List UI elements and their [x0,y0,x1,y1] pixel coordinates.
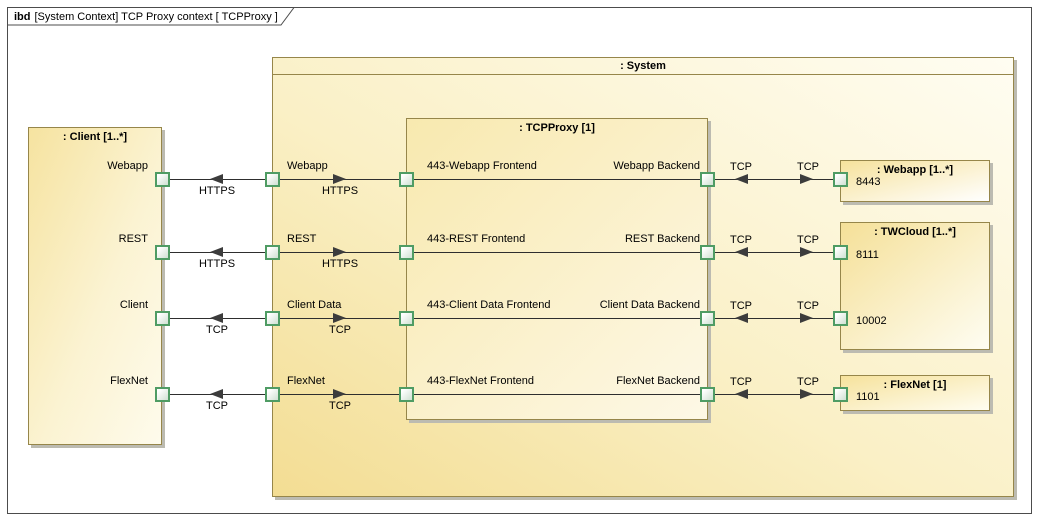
flow-label[interactable]: TCP [329,400,351,412]
flow-label[interactable]: TCP [730,300,752,312]
system-port-label[interactable]: REST [287,233,317,245]
flow-label[interactable]: TCP [329,324,351,336]
flow-arrow-left-icon [210,247,223,257]
flow-arrow-right-icon [333,389,346,399]
connector-wire[interactable] [162,394,840,395]
twcloud-block[interactable]: : TWCloud [1..*] [840,222,990,350]
port[interactable] [833,245,848,260]
client-port-label[interactable]: REST [118,233,148,245]
frontend-port-label[interactable]: 443-REST Frontend [427,233,526,245]
flow-arrow-right-icon [333,313,346,323]
flow-label[interactable]: TCP [797,161,819,173]
client-block[interactable]: : Client [1..*] [28,127,162,445]
port[interactable] [700,311,715,326]
twcloud-block-title: : TWCloud [1..*] [874,226,956,238]
system-port-label[interactable]: Client Data [287,299,342,311]
flow-label[interactable]: TCP [206,400,228,412]
flow-arrow-left-icon [210,313,223,323]
flow-arrow-right-icon [333,247,346,257]
flow-label[interactable]: TCP [730,234,752,246]
port[interactable] [155,245,170,260]
webapp-block[interactable]: : Webapp [1..*] [840,160,990,202]
client-port-label[interactable]: Client [119,299,148,311]
flow-arrow-right-icon [800,389,813,399]
backend-port-label[interactable]: REST Backend [624,233,700,245]
port[interactable] [155,387,170,402]
flow-arrow-left-icon [735,174,748,184]
diagram-title: ibd[System Context] TCP Proxy context [ … [14,11,278,23]
client-block-title: : Client [1..*] [62,131,128,143]
port[interactable] [399,311,414,326]
flow-label[interactable]: HTTPS [321,185,359,197]
diagram-frame [7,7,1032,514]
port[interactable] [700,172,715,187]
flow-arrow-left-icon [735,247,748,257]
flow-label[interactable]: TCP [206,324,228,336]
system-block-title: : System [620,60,666,72]
port[interactable] [700,245,715,260]
diagram-kind-keyword: ibd [14,11,31,23]
flow-label[interactable]: TCP [797,300,819,312]
tcpproxy-block[interactable]: : TCPProxy [1] [406,118,708,420]
port[interactable] [265,387,280,402]
system-block-header: : System [273,58,1013,75]
target-port-label[interactable]: 8443 [856,176,881,188]
client-port-label[interactable]: FlexNet [110,375,148,387]
system-port-label[interactable]: Webapp [287,160,328,172]
flow-arrow-left-icon [210,389,223,399]
flow-arrow-right-icon [800,247,813,257]
flow-label[interactable]: HTTPS [198,185,236,197]
flow-label[interactable]: TCP [797,234,819,246]
diagram-title-tab [7,7,295,26]
system-port-label[interactable]: FlexNet [287,375,325,387]
flow-arrow-right-icon [800,174,813,184]
diagram-name: [System Context] TCP Proxy context [ TCP… [34,11,278,23]
target-port-label[interactable]: 8111 [856,249,879,261]
flow-label[interactable]: HTTPS [198,258,236,270]
flow-arrow-left-icon [735,389,748,399]
flow-label[interactable]: TCP [730,376,752,388]
client-port-label[interactable]: Webapp [107,160,148,172]
connector-wire[interactable] [162,179,840,180]
port[interactable] [399,172,414,187]
flexnet-block-title: : FlexNet [1] [883,379,947,391]
port[interactable] [265,172,280,187]
port[interactable] [155,172,170,187]
backend-port-label[interactable]: FlexNet Backend [616,375,700,387]
backend-port-label[interactable]: Webapp Backend [613,160,700,172]
frontend-port-label[interactable]: 443-FlexNet Frontend [427,375,534,387]
connector-wire[interactable] [162,318,840,319]
connector-wire[interactable] [162,252,840,253]
flow-arrow-right-icon [800,313,813,323]
port[interactable] [399,245,414,260]
port[interactable] [833,311,848,326]
port[interactable] [265,245,280,260]
webapp-block-title: : Webapp [1..*] [876,164,954,176]
port[interactable] [833,387,848,402]
frontend-port-label[interactable]: 443-Client Data Frontend [427,299,551,311]
tcpproxy-block-title: : TCPProxy [1] [519,122,595,134]
flow-arrow-left-icon [210,174,223,184]
flow-label[interactable]: TCP [730,161,752,173]
port[interactable] [399,387,414,402]
port[interactable] [155,311,170,326]
port[interactable] [700,387,715,402]
port[interactable] [265,311,280,326]
flow-arrow-right-icon [333,174,346,184]
flow-arrow-left-icon [735,313,748,323]
flow-label[interactable]: HTTPS [321,258,359,270]
port[interactable] [833,172,848,187]
backend-port-label[interactable]: Client Data Backend [599,299,700,311]
target-port-label[interactable]: 1101 [856,391,880,403]
target-port-label[interactable]: 10002 [856,315,887,327]
flow-label[interactable]: TCP [797,376,819,388]
flexnet-block[interactable]: : FlexNet [1] [840,375,990,411]
frontend-port-label[interactable]: 443-Webapp Frontend [427,160,537,172]
